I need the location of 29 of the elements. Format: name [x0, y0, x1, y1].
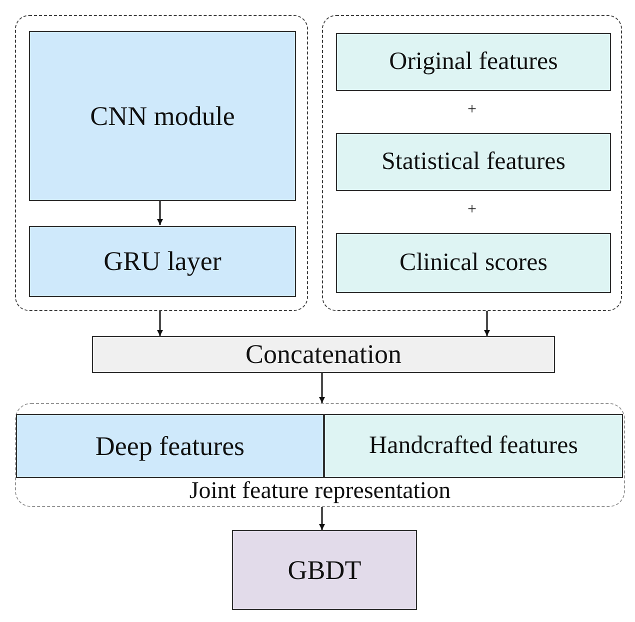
dashed-group-frame	[15, 15, 308, 311]
process-box	[324, 414, 623, 478]
process-box	[336, 233, 611, 293]
process-box	[336, 33, 611, 91]
process-box	[92, 336, 555, 373]
plus-sign: +	[467, 101, 477, 119]
box-label: Clinical scores	[400, 249, 548, 277]
process-box	[29, 226, 296, 297]
dashed-group-frame	[15, 403, 625, 507]
process-box	[29, 31, 296, 201]
arrow	[157, 200, 163, 225]
classifier-box	[232, 530, 417, 610]
box-label: Statistical features	[382, 148, 566, 176]
box-label: Handcrafted features	[369, 432, 578, 460]
arrow	[319, 507, 325, 530]
group-caption: Joint feature representation	[189, 479, 451, 503]
arrow	[484, 311, 490, 336]
dashed-group-frame	[322, 15, 622, 311]
box-label: Concatenation	[246, 339, 402, 370]
arrow	[319, 373, 325, 403]
box-label: CNN module	[90, 100, 235, 132]
process-box	[336, 133, 611, 191]
box-label: GBDT	[288, 554, 362, 586]
box-label: Deep features	[95, 430, 245, 462]
box-label: Original features	[389, 48, 558, 76]
box-label: GRU layer	[104, 246, 222, 277]
arrow	[157, 311, 163, 336]
plus-sign: +	[467, 201, 477, 219]
process-box	[16, 414, 324, 478]
